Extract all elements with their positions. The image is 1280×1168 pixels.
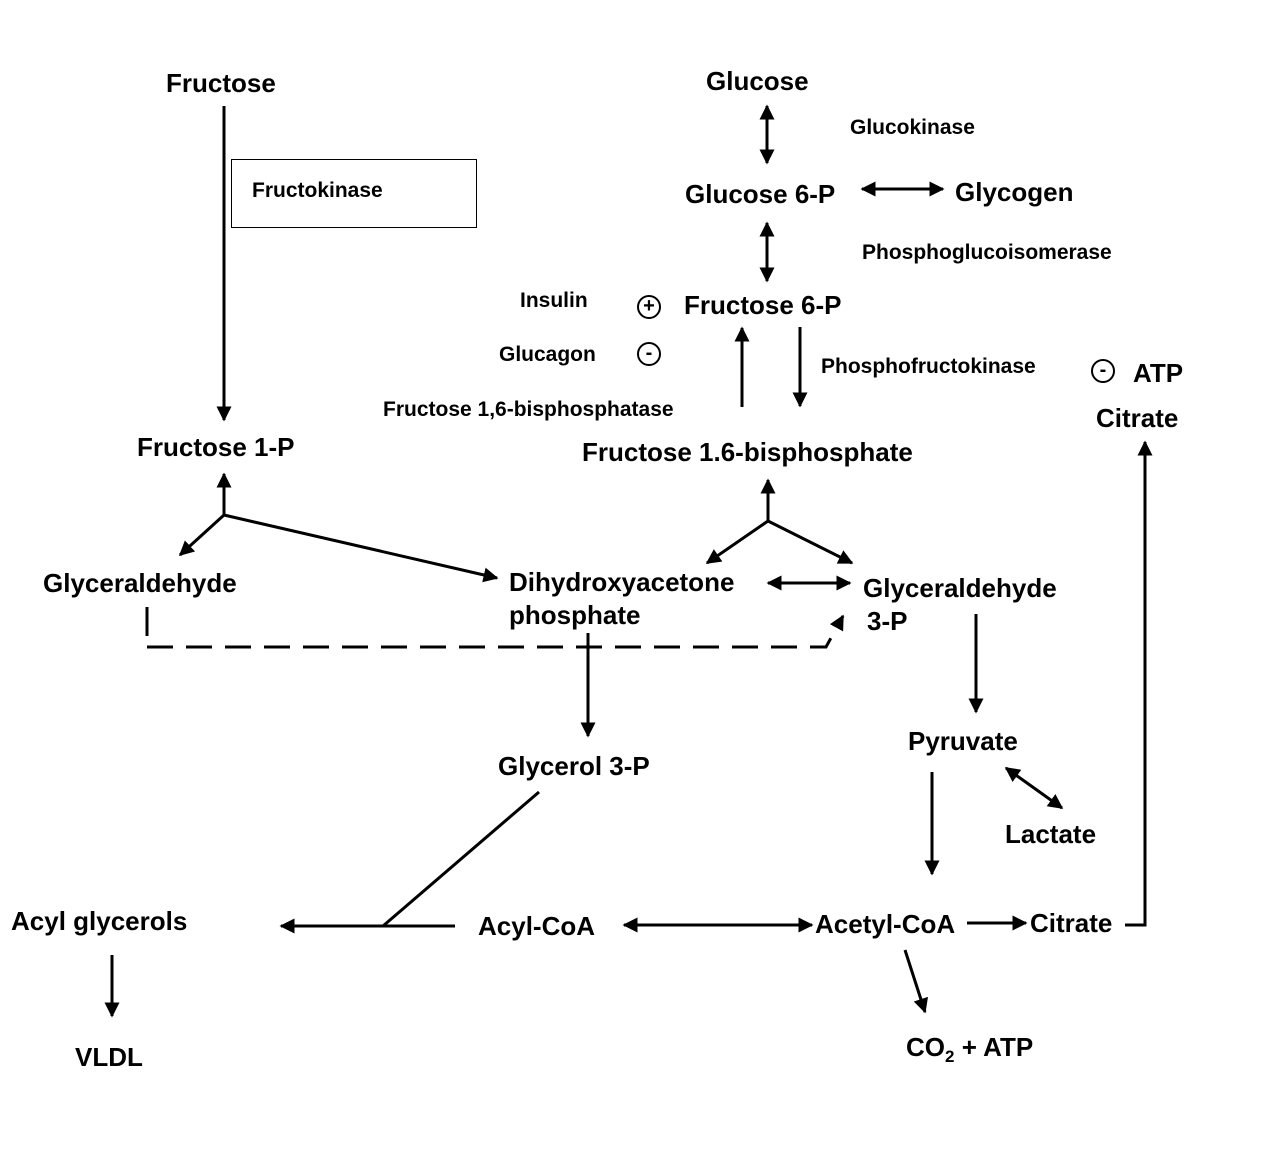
co2-text: CO — [906, 1032, 945, 1062]
fructokinase-box — [231, 159, 477, 228]
phosphoglucoisomerase-label: Phosphoglucoisomerase — [862, 241, 1112, 264]
fructose-1p-label: Fructose 1-P — [137, 432, 295, 462]
dhap-line1: Dihydroxyacetone — [509, 567, 735, 597]
glycerol-3p-label: Glycerol 3-P — [498, 751, 650, 781]
fructose-label: Fructose — [166, 68, 276, 98]
acyl-glycerols-label: Acyl glycerols — [11, 906, 188, 936]
co2-subscript: 2 — [945, 1047, 955, 1067]
plus-atp-text: + ATP — [954, 1032, 1034, 1062]
g3p-line1: Glyceraldehyde — [863, 573, 1057, 603]
fructose-16bp-label: Fructose 1.6-bisphosphate — [582, 437, 913, 467]
pyruvate-label: Pyruvate — [908, 726, 1018, 756]
acetyl-coa-label: Acetyl-CoA — [815, 909, 956, 939]
minus-circle-icon: - — [1091, 359, 1115, 383]
glucokinase-label: Glucokinase — [850, 116, 975, 139]
dhap-label: Dihydroxyacetone phosphate — [509, 566, 734, 631]
dashed-arrow-glyceraldehyde-to-g3p — [147, 614, 845, 649]
glucose-label: Glucose — [706, 66, 809, 96]
insulin-label: Insulin — [520, 289, 588, 312]
vldl-label: VLDL — [75, 1042, 143, 1072]
glucose-6p-label: Glucose 6-P — [685, 179, 836, 209]
fructose-6p-label: Fructose 6-P — [684, 290, 842, 320]
g3p-line2: 3-P — [867, 605, 908, 636]
citrate-label: Citrate — [1030, 908, 1113, 938]
arrow-split-to-g3p — [767, 519, 854, 565]
dhap-line2: phosphate — [509, 599, 641, 630]
citrate-inhibitor-label: Citrate — [1096, 403, 1179, 433]
acyl-coa-label: Acyl-CoA — [478, 911, 596, 941]
line-glycerol-3p-join — [382, 790, 540, 928]
arrow-split-to-glyceraldehyde — [178, 513, 226, 557]
arrow-pyruvate-lactate — [1004, 766, 1064, 810]
co2-atp-label: CO2 + ATP — [906, 1034, 1033, 1065]
arrow-acetyl-coa-to-co2 — [903, 949, 928, 1014]
glucagon-label: Glucagon — [499, 343, 596, 366]
bisphosphatase-label: Fructose 1,6-bisphosphatase — [383, 398, 674, 421]
glyceraldehyde-label: Glyceraldehyde — [43, 568, 237, 598]
arrow-split-to-dhap — [223, 513, 499, 583]
atp-inhibitor-label: ATP — [1133, 358, 1184, 388]
g3p-label: Glyceraldehyde 3-P — [863, 572, 1057, 637]
arrow-split-to-dhap-2 — [705, 519, 769, 565]
glycogen-label: Glycogen — [955, 177, 1074, 207]
arrow-citrate-to-citrate-top — [1125, 440, 1153, 927]
minus-circle-icon: - — [637, 342, 661, 366]
plus-circle-icon: + — [637, 295, 661, 319]
fructokinase-label: Fructokinase — [252, 179, 383, 202]
phosphofructokinase-label: Phosphofructokinase — [821, 355, 1036, 378]
lactate-label: Lactate — [1005, 819, 1097, 849]
